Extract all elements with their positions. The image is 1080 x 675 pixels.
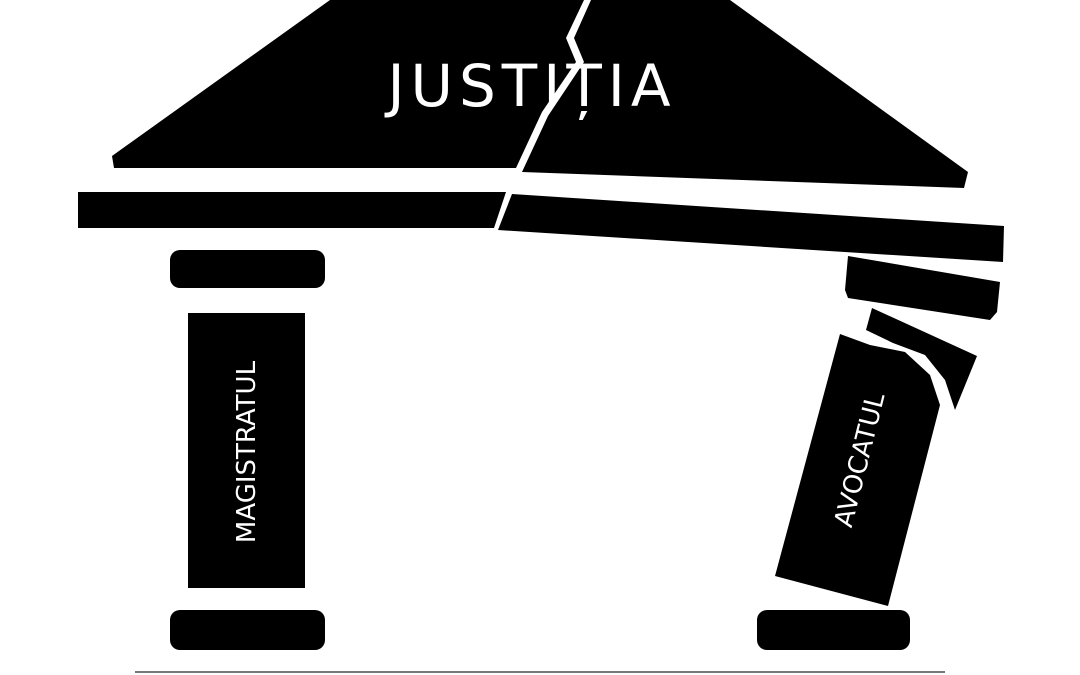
roof-left-piece [112, 0, 584, 168]
right-column-base [757, 610, 910, 650]
right-column-broken-piece [866, 308, 977, 410]
title-text: JUSTIȚIA [384, 52, 676, 120]
beam-right-piece [498, 194, 1004, 262]
right-column-capital [845, 256, 1000, 320]
right-column-shaft [775, 334, 940, 606]
beam-left-piece [78, 192, 506, 228]
roof-right-piece [522, 0, 968, 188]
left-column-base [170, 610, 325, 650]
left-column-label: MAGISTRATUL [232, 360, 262, 543]
left-column-shaft [188, 313, 305, 588]
left-column-capital [170, 250, 325, 288]
